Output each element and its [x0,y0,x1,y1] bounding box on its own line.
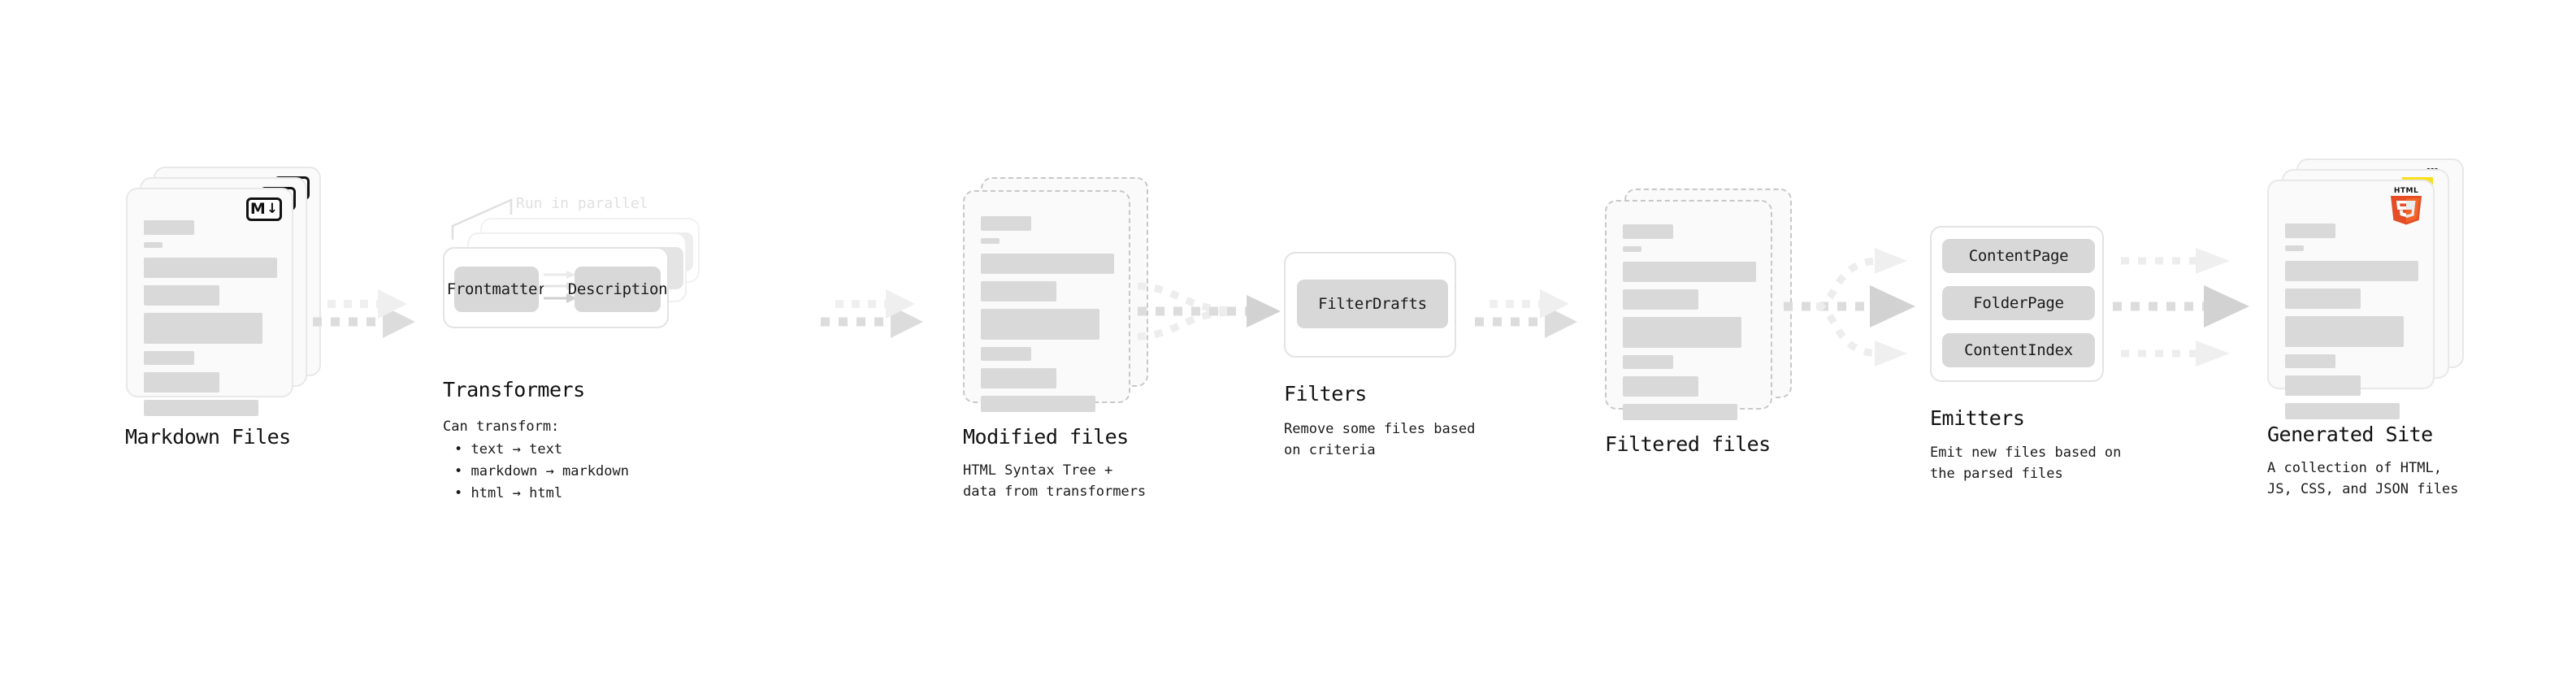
markdown-badge-arrow-icon: ↓ [266,201,279,217]
stage-title-modified-files: Modified files [963,425,1129,449]
filters-subtitle: Remove some files based on criteria [1284,421,1476,459]
stage-title-transformers: Transformers [443,378,585,401]
transformers-bullet-0: • text → text [454,441,563,458]
document-skeleton [1623,224,1756,427]
stage-emitters: ContentPage FolderPage ContentIndex Emit… [1930,226,2121,482]
stage-modified-files: Modified files HTML Syntax Tree + data f… [963,177,1150,500]
modified-doc-front [963,190,1130,412]
stage-title-filters: Filters [1284,382,1367,406]
emitters-subtitle: Emit new files based on the parsed files [1930,445,2122,483]
document-skeleton [981,216,1114,419]
arrow-modified-to-filters [1137,282,1281,340]
stage-title-markdown-files: Markdown Files [125,425,291,449]
markdown-badge-letter: M [249,200,266,218]
filters-box: FilterDrafts [1284,252,1456,358]
stage-generated-site: CSS HTML [2267,158,2470,497]
stage-filters: FilterDrafts Filters Remove some files b… [1284,252,1475,458]
arrow-emitters-to-site [2113,248,2249,367]
generated-site-subtitle: A collection of HTML, JS, CSS, and JSON … [2267,460,2459,498]
chip-folderpage[interactable]: FolderPage [1942,286,2095,320]
markdown-file-stack: M ↓ M ↓ M ↓ [126,167,321,416]
chip-description[interactable]: Description [568,267,668,312]
chip-frontmatter[interactable]: Frontmatter [447,267,547,312]
stage-markdown-files: M ↓ M ↓ M ↓ [125,167,321,449]
chip-filterdrafts[interactable]: FilterDrafts [1297,280,1448,328]
stage-title-emitters: Emitters [1930,406,2025,430]
filtered-file-stack [1605,189,1792,420]
generated-doc-html: HTML [2267,180,2435,419]
stage-title-generated-site: Generated Site [2267,423,2433,446]
document-skeleton [144,220,277,423]
modified-files-subtitle: HTML Syntax Tree + data from transformer… [963,462,1147,501]
arrow-filters-to-filtered [1475,289,1577,338]
transformer-inner-arrows [544,271,577,303]
emitters-box: ContentPage FolderPage ContentIndex [1930,226,2104,382]
html5-label: HTML [2393,187,2419,195]
arrow-filtered-to-emitters-fan [1784,248,1915,367]
arrow-markdown-to-transformers [313,289,415,338]
run-in-parallel-bracket [451,198,513,240]
transformer-box-front: Frontmatter Description [443,247,669,328]
html5-icon: HTML [2387,188,2425,225]
transformers-bullet-2: • html → html [454,485,563,501]
chip-contentindex[interactable]: ContentIndex [1942,333,2095,367]
document-skeleton [2285,223,2418,427]
transformers-subtitle: Can transform: [443,419,560,435]
stage-title-filtered-files: Filtered files [1605,432,1771,456]
chip-contentpage[interactable]: ContentPage [1942,239,2095,273]
transformers-bullet-1: • markdown → markdown [454,463,629,479]
markdown-badge-front: M ↓ [246,197,282,221]
modified-file-stack [963,177,1150,412]
generated-site-stack: CSS HTML [2267,158,2470,419]
run-in-parallel-label: Run in parallel [516,195,648,212]
stage-filtered-files: Filtered files [1605,189,1792,456]
filtered-doc-front [1605,200,1772,420]
arrow-transformers-to-modified [821,289,923,338]
markdown-doc-front: M ↓ [126,188,293,416]
